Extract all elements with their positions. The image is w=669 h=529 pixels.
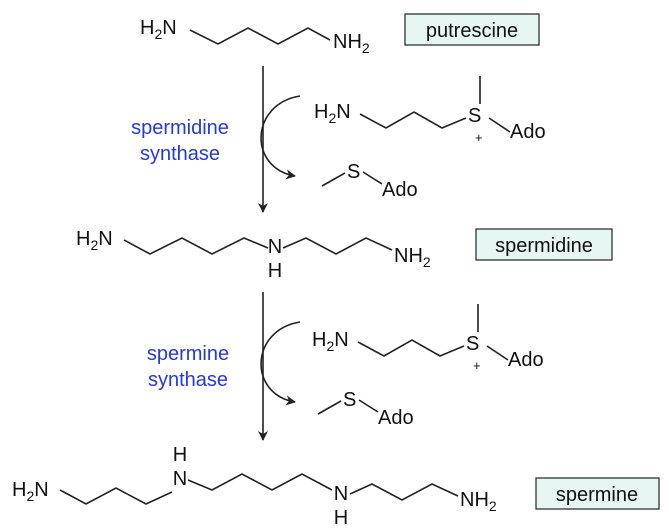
spermidine-label-text: spermidine [495, 235, 593, 257]
enzyme-spermine-synthase-line1: spermine [147, 343, 229, 365]
spermidine-nh2-right: NH2 [394, 245, 431, 270]
spermidine-label: spermidine [475, 228, 613, 261]
mta-product-2: S Ado [317, 389, 414, 429]
spermidine-nh-n: N [268, 236, 282, 258]
spermidine-structure: H2N N H NH2 [76, 228, 431, 282]
sam2-charge: + [473, 358, 481, 373]
sam1-chain [359, 111, 467, 129]
sam1-ado: Ado [510, 121, 546, 143]
cofactor-curved-arrow-2 [260, 321, 301, 406]
mta1-s-ado-bond [362, 171, 383, 185]
sam1-sulfur: S [468, 105, 481, 127]
mta2-s-ado-bond [358, 399, 379, 413]
putrescine-nh2-left: H2N [140, 17, 177, 42]
sam2-chain [357, 339, 465, 357]
spermine-nh1-n: N [173, 468, 187, 490]
spermine-nh2-h: H [334, 507, 348, 529]
mta2-ado: Ado [378, 407, 414, 429]
spermine-label-text: spermine [556, 484, 638, 506]
sam2-s-ado-bond [486, 345, 509, 361]
spermine-chain-left [59, 487, 173, 505]
mta2-methyl [317, 400, 342, 415]
putrescine-label-text: putrescine [426, 20, 518, 42]
sam2-sulfur: S [466, 333, 479, 355]
mta2-sulfur: S [343, 389, 356, 411]
mta1-methyl [321, 172, 346, 187]
enzyme-spermidine-synthase-line2: synthase [140, 143, 220, 165]
mta1-ado: Ado [382, 179, 418, 201]
sam2-h2n: H2N [312, 329, 349, 354]
spermine-chain-middle [187, 473, 333, 491]
putrescine-structure: H2N NH2 [140, 17, 370, 56]
spermine-nh2-right: NH2 [460, 489, 497, 514]
enzyme-spermine-synthase-line2: synthase [148, 369, 228, 391]
spermine-label: spermine [535, 477, 660, 510]
spermine-nh2-left: H2N [12, 479, 49, 504]
cofactor-curved-arrow-1 [260, 95, 301, 180]
sam1-charge: + [475, 130, 483, 145]
sam2-ado: Ado [508, 349, 544, 371]
spermidine-nh-h: H [268, 260, 282, 282]
spermine-chain-right [349, 483, 459, 501]
sam-donor-1: H2N S + Ado [314, 76, 546, 145]
spermine-nh2-n: N [334, 483, 348, 505]
sam1-s-ado-bond [488, 117, 511, 133]
spermidine-nh2-left: H2N [76, 228, 113, 253]
mta-product-1: S Ado [321, 161, 418, 201]
putrescine-chain [189, 27, 331, 45]
spermine-nh1-h: H [173, 444, 187, 466]
spermidine-chain-right [282, 237, 393, 255]
spermine-structure: H2N H N N H NH2 [12, 444, 497, 529]
sam1-h2n: H2N [314, 101, 351, 126]
putrescine-label: putrescine [404, 13, 540, 46]
spermidine-chain-left [123, 237, 269, 255]
sam-donor-2: H2N S + Ado [312, 304, 544, 373]
putrescine-nh2-right: NH2 [333, 31, 370, 56]
mta1-sulfur: S [347, 161, 360, 183]
enzyme-spermidine-synthase-line1: spermidine [131, 117, 229, 139]
